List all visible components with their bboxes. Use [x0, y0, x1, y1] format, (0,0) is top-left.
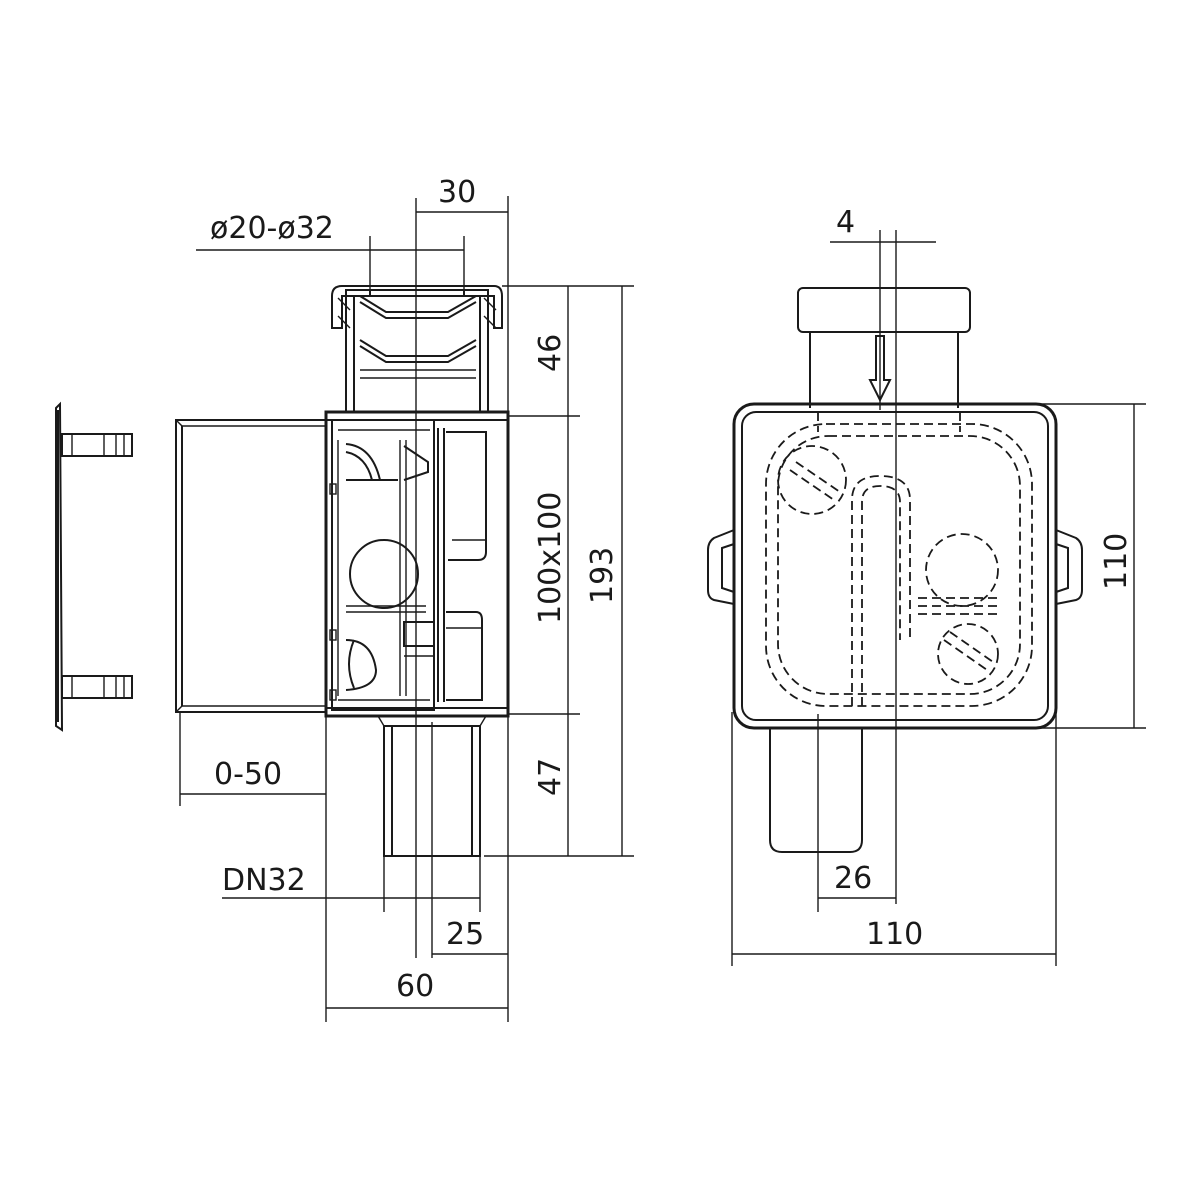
inlet-cap [797, 287, 971, 408]
dimension-vertical-group: 46 100x100 193 47 [484, 285, 634, 857]
front-view: 4 110 26 110 [707, 205, 1146, 966]
dimension-110-width: 110 [731, 712, 1057, 966]
extension-sleeve [175, 419, 327, 713]
dimension-inlet-diameter-label: ø20-ø32 [210, 211, 334, 246]
dimension-30: 30 [416, 175, 509, 856]
dimension-0-50: 0-50 [179, 712, 327, 1022]
dimension-110-height-label: 110 [1099, 533, 1134, 590]
dimension-inlet-diameter: ø20-ø32 [196, 211, 465, 290]
inlet-fitting [331, 285, 503, 413]
dimension-100x100-label: 100x100 [533, 492, 568, 624]
dimension-30-label: 30 [438, 175, 476, 210]
front-hidden-internals [765, 412, 1033, 707]
dimension-110-height: 110 [1030, 403, 1146, 729]
siphon-box-body [324, 410, 510, 718]
dimension-4-label: 4 [836, 205, 855, 240]
dimension-25: 25 [432, 856, 509, 1022]
side-view: 30 ø20-ø32 46 100x100 193 47 0-5 [55, 175, 634, 1022]
dimension-0-50-label: 0-50 [214, 757, 282, 792]
dimension-47-label: 47 [533, 758, 568, 796]
dimension-dn32: DN32 [222, 856, 481, 912]
dimension-193-label: 193 [585, 547, 620, 604]
front-outlet-pipe [769, 728, 863, 853]
flow-arrow-icon [868, 335, 892, 403]
front-box [707, 402, 1083, 730]
wall-plate [55, 401, 133, 732]
dimension-60: 60 [326, 969, 508, 1009]
dimension-4: 4 [830, 205, 936, 243]
dimension-25-label: 25 [446, 917, 484, 952]
dimension-110-width-label: 110 [866, 917, 923, 952]
dimension-46-label: 46 [533, 334, 568, 372]
dimension-dn32-label: DN32 [222, 863, 306, 898]
dimension-26: 26 [818, 861, 896, 899]
dimension-60-label: 60 [396, 969, 434, 1004]
dimension-26-label: 26 [834, 861, 872, 896]
